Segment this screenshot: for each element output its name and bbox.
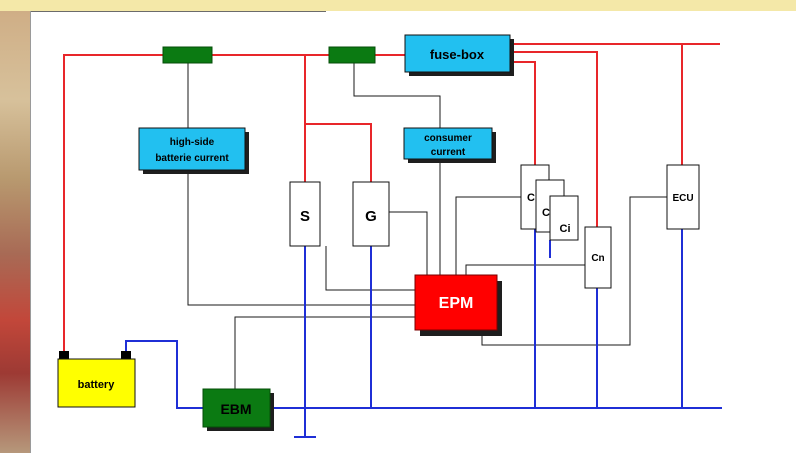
- consumer-label-line1: consumer: [424, 133, 472, 144]
- signal-wire: [481, 196, 667, 346]
- epm-label: EPM: [439, 295, 474, 312]
- supply-wire: [305, 123, 372, 182]
- high-side-shunt: [162, 46, 213, 64]
- fuse-box-label: fuse-box: [430, 47, 485, 62]
- signal-wire: [234, 316, 415, 389]
- ground-wires: [125, 229, 722, 438]
- consumer-cn-box: [584, 226, 612, 289]
- panel-border: [30, 11, 31, 453]
- high-side-label-line1: high-side: [170, 137, 215, 148]
- ebm-box: [202, 388, 271, 428]
- signal-wires: [187, 63, 667, 389]
- supply-wire: [63, 54, 163, 352]
- ground-wire: [125, 340, 203, 409]
- high-side-label-line2: batterie current: [155, 153, 229, 164]
- supply-wire: [512, 51, 598, 227]
- signal-wire: [325, 246, 415, 291]
- consumer-shunt: [328, 46, 376, 64]
- high-side-current-box: [138, 127, 246, 171]
- signal-wire: [187, 170, 415, 306]
- generator-box: [352, 181, 390, 247]
- starter-box: [289, 181, 321, 247]
- supply-wires: [63, 43, 720, 352]
- consumer-label-line2: current: [431, 147, 466, 158]
- starter-label: S: [300, 208, 310, 225]
- background-photo-strip: [0, 11, 30, 453]
- epm-box: [414, 274, 498, 331]
- consumer-c2-label: C: [542, 207, 550, 219]
- consumer-current-box: [403, 127, 493, 160]
- signal-wire: [353, 63, 441, 128]
- ebm-label: EBM: [220, 401, 251, 417]
- battery-negative-terminal: [121, 351, 131, 359]
- consumer-ci-box: [549, 195, 579, 241]
- battery-positive-terminal: [59, 351, 69, 359]
- ecu-label: ECU: [672, 193, 693, 204]
- consumer-c1-label: C: [527, 192, 535, 204]
- ecu-box: [666, 164, 700, 230]
- signal-wire: [465, 264, 585, 275]
- battery-box: [57, 358, 136, 408]
- consumer-cn-label: Cn: [591, 253, 604, 264]
- supply-wire: [512, 61, 536, 165]
- consumer-ci-label: Ci: [560, 223, 571, 235]
- signal-wire: [389, 211, 428, 290]
- panel-border: [30, 11, 326, 12]
- battery-label: battery: [78, 379, 116, 391]
- diagram-panel: [30, 11, 796, 453]
- signal-wire: [455, 196, 521, 275]
- generator-label: G: [365, 208, 377, 225]
- fuse-box: [404, 34, 511, 73]
